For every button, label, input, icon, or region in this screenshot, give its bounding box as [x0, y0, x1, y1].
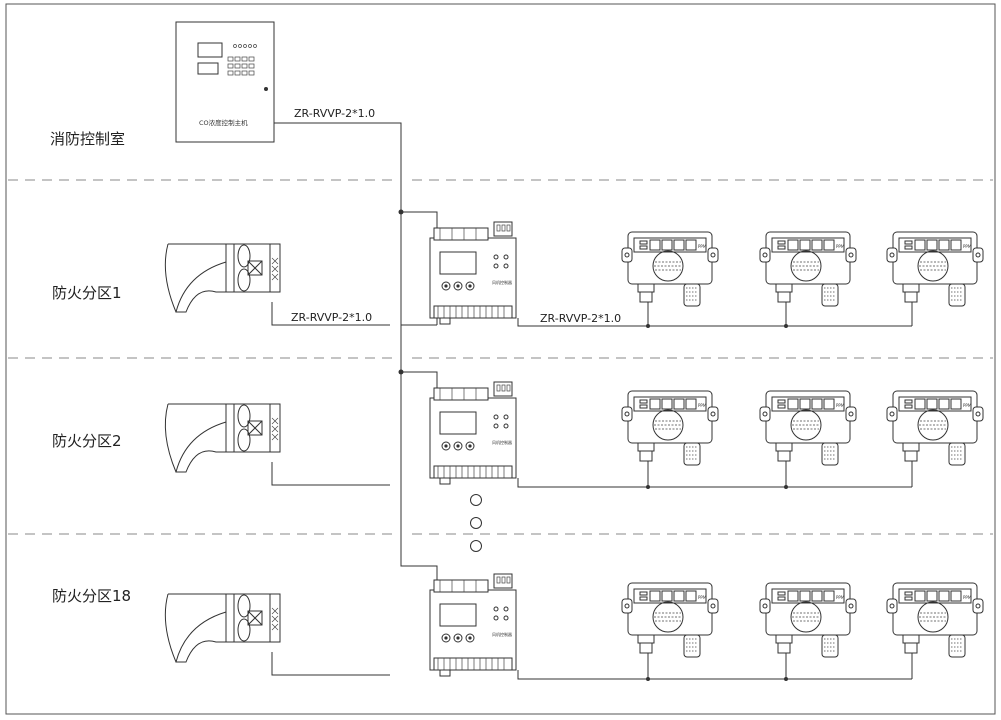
- sensor-unit-label: PPM: [836, 403, 845, 408]
- sensor-drop: [647, 653, 913, 679]
- co-sensor: PPM: [759, 390, 857, 466]
- sensor-bus-zone18: [517, 670, 912, 680]
- bus-junction-dot: [784, 677, 788, 681]
- zone-label-zone1: 防火分区1: [52, 284, 122, 302]
- co-sensor: PPM: [886, 390, 984, 466]
- fan-link-zone18: [271, 652, 390, 676]
- fan-controller-zone18: 风机控制器: [429, 573, 517, 677]
- co-sensor: PPM: [759, 582, 857, 658]
- sensor-unit-label: PPM: [836, 595, 845, 600]
- sensor-bus-zone1: [517, 318, 912, 327]
- branch-zone1: [401, 211, 438, 228]
- junction-dot: [398, 369, 404, 375]
- fan-zone18: [164, 593, 281, 663]
- zone-label-control-room: 消防控制室: [50, 130, 125, 148]
- bus-junction-dot: [646, 677, 650, 681]
- fan-controller-zone1: 风机控制器: [429, 221, 517, 325]
- sensor-bus-label-zone1: ZR-RVVP-2*1.0: [540, 312, 621, 325]
- branch-zone2: [401, 371, 438, 388]
- keypad-icon: [227, 44, 257, 76]
- co-sensor: PPM: [621, 582, 719, 658]
- sensor-unit-label: PPM: [698, 244, 707, 249]
- trunk-cable-label: ZR-RVVP-2*1.0: [294, 107, 375, 120]
- sensor-drop: [647, 302, 913, 326]
- sensor-drop: [647, 461, 913, 487]
- fan-controller-zone2: 风机控制器: [429, 381, 517, 485]
- co-sensor: PPM: [886, 582, 984, 658]
- junction-dot: [398, 209, 404, 215]
- trunk-cable: [274, 122, 438, 580]
- main-controller-label: CO浓度控制主机: [199, 118, 248, 127]
- co-sensor: PPM: [621, 231, 719, 307]
- sensor-unit-label: PPM: [963, 244, 972, 249]
- sensor-unit-label: PPM: [836, 244, 845, 249]
- controller-label: 风机控制器: [492, 279, 512, 285]
- co-main-controller: CO浓度控制主机: [175, 21, 275, 143]
- bus-junction-dot: [646, 485, 650, 489]
- controller-label: 风机控制器: [492, 439, 512, 445]
- sensor-unit-label: PPM: [698, 595, 707, 600]
- bus-junction-dot: [784, 485, 788, 489]
- fan-link-label-zone1: ZR-RVVP-2*1.0: [291, 311, 372, 324]
- sensor-bus-zone2: [517, 478, 912, 488]
- sensor-unit-label: PPM: [963, 403, 972, 408]
- drawing-frame: [5, 3, 996, 715]
- zone-label-zone18: 防火分区18: [52, 587, 131, 605]
- co-sensor: PPM: [621, 390, 719, 466]
- sensor-unit-label: PPM: [963, 595, 972, 600]
- controller-label: 风机控制器: [492, 631, 512, 637]
- co-sensor: PPM: [886, 231, 984, 307]
- fan-link-zone2: [271, 462, 390, 486]
- sensor-unit-label: PPM: [698, 403, 707, 408]
- bus-junction-dot: [646, 324, 650, 328]
- fan-link-zone1: [271, 302, 390, 326]
- ellipsis-circles-icon: [470, 494, 482, 552]
- fan-zone2: [164, 403, 281, 473]
- ctrl-fan-link-zone1: [401, 318, 438, 326]
- bus-junction-dot: [784, 324, 788, 328]
- fan-zone1: [164, 243, 281, 313]
- co-sensor: PPM: [759, 231, 857, 307]
- zone-label-zone2: 防火分区2: [52, 432, 122, 450]
